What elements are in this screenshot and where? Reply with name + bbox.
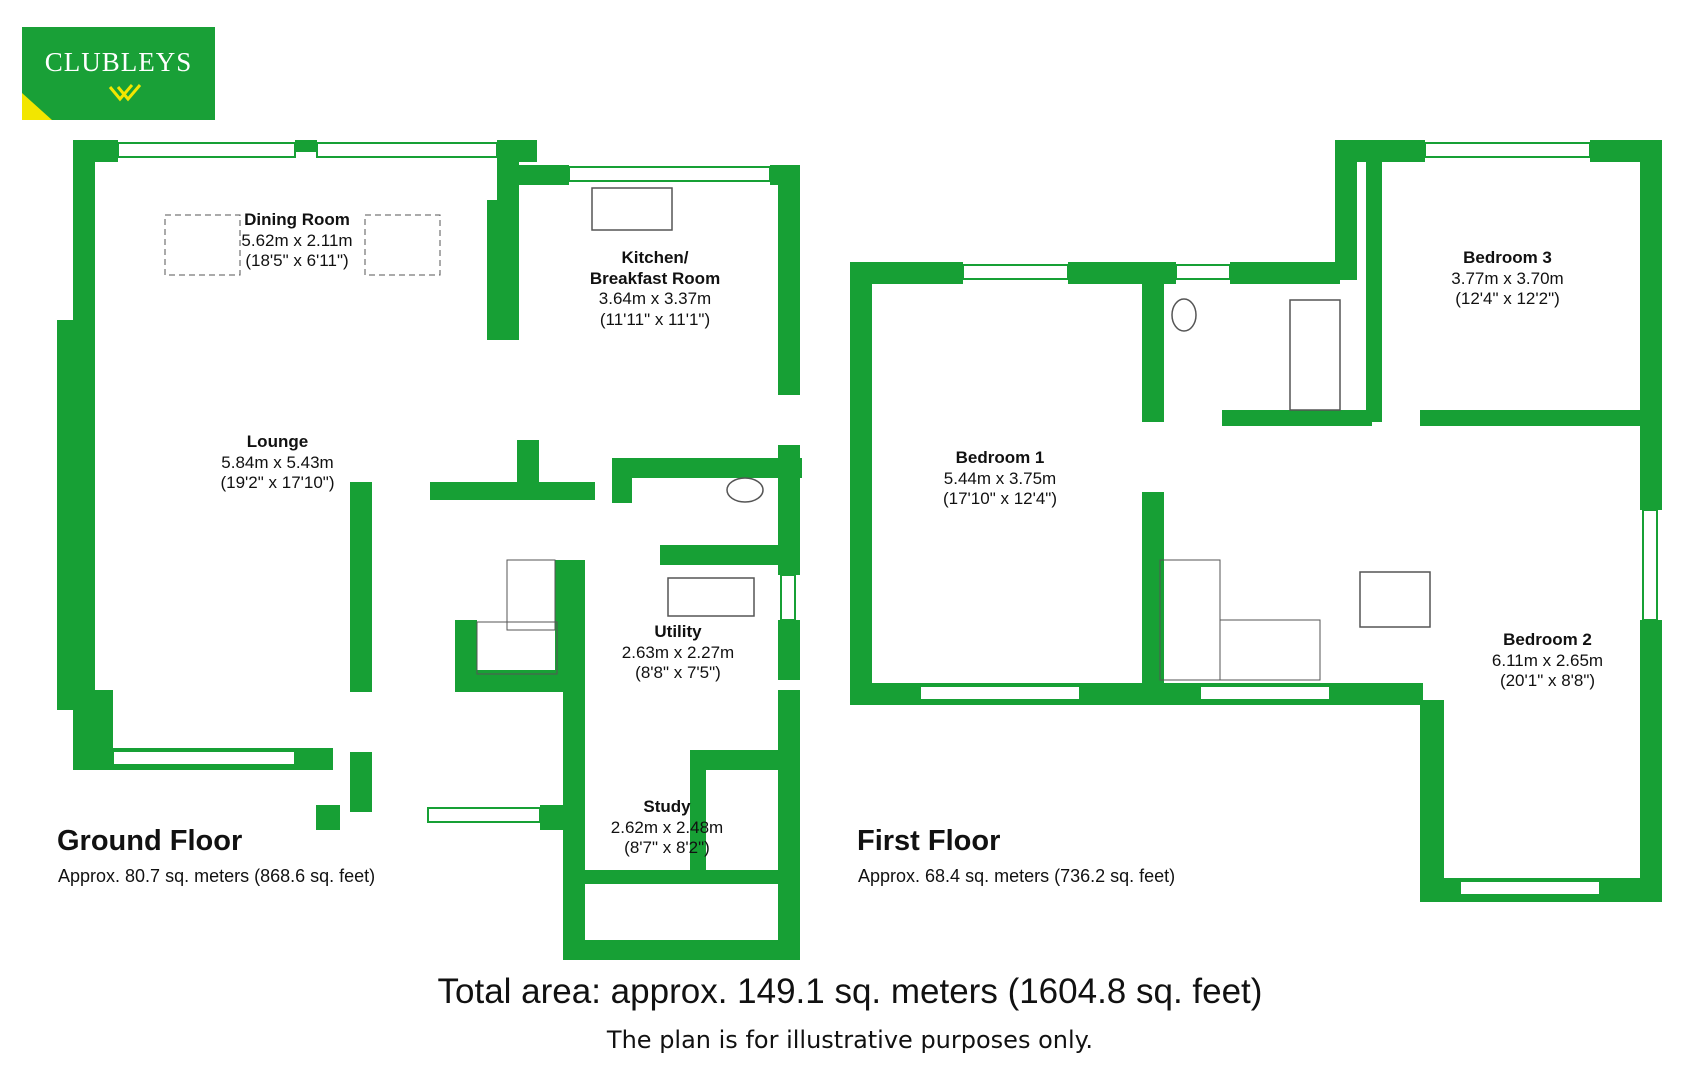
logo-chevron-icon [22, 84, 142, 120]
wall [295, 140, 317, 152]
wall [563, 870, 800, 884]
room-label-dining: Dining Room 5.62m x 2.11m (18'5" x 6'11"… [241, 210, 353, 271]
wall [1640, 140, 1662, 510]
roof-window-markers [164, 214, 441, 276]
wall [350, 482, 372, 692]
ground-floor-area: Approx. 80.7 sq. meters (868.6 sq. feet) [58, 866, 376, 886]
wall [612, 458, 632, 503]
clubleys-logo: CLUBLEYS [22, 27, 215, 120]
wall [517, 440, 539, 485]
disclaimer: The plan is for illustrative purposes on… [606, 1026, 1094, 1054]
wc-icon [1171, 298, 1197, 332]
room-label-lounge: Lounge 5.84m x 5.43m (19'2" x 17'10") [220, 432, 335, 493]
wall [1366, 162, 1382, 422]
wall [455, 670, 575, 692]
wall [487, 200, 511, 340]
wall [73, 140, 95, 330]
wall [1335, 140, 1357, 280]
room-label-bedroom-2: Bedroom 2 6.11m x 2.65m (20'1" x 8'8") [1491, 630, 1604, 691]
wall [540, 805, 580, 830]
wall [778, 690, 800, 960]
wall [316, 805, 340, 830]
wall [1142, 262, 1164, 422]
wall [563, 940, 800, 960]
wall [1142, 492, 1164, 692]
wall [1420, 700, 1444, 900]
wall [850, 262, 872, 704]
wall [563, 560, 585, 960]
first-windows [919, 142, 1658, 896]
wall [519, 165, 569, 185]
room-label-study: Study 2.62m x 2.48m (8'7" x 8'2") [610, 797, 724, 858]
wall [850, 262, 963, 284]
wall [1640, 620, 1662, 902]
wall [57, 320, 95, 710]
ground-windows [112, 142, 796, 823]
room-label-bedroom-3: Bedroom 3 3.77m x 3.70m (12'4" x 12'2") [1451, 248, 1564, 309]
wall [778, 165, 800, 395]
room-label-kitchen: Kitchen/ Breakfast Room 3.64m x 3.37m (1… [589, 248, 721, 330]
wc-icon [726, 477, 764, 503]
shower-icon [1289, 299, 1341, 411]
total-area: Total area: approx. 149.1 sq. meters (16… [437, 972, 1263, 1011]
room-label-bedroom-1: Bedroom 1 5.44m x 3.75m (17'10" x 12'4") [942, 448, 1057, 509]
wall [430, 482, 595, 500]
wall [1230, 262, 1340, 284]
logo-corner-triangle [22, 93, 52, 120]
shower-icon [1359, 571, 1431, 628]
wall [1222, 410, 1372, 426]
logo-wordmark: CLUBLEYS [44, 47, 193, 77]
ground-floor-plan [57, 140, 802, 960]
wall [1335, 140, 1425, 162]
kitchen-sink [591, 187, 755, 617]
wall [778, 620, 800, 680]
first-stairs [1159, 559, 1321, 681]
first-floor-plan [850, 140, 1662, 902]
first-floor-area: Approx. 68.4 sq. meters (736.2 sq. feet) [858, 866, 1176, 886]
room-label-utility: Utility 2.63m x 2.27m (8'8" x 7'5") [621, 622, 735, 683]
wall [73, 140, 118, 162]
wall [690, 750, 800, 770]
wall [350, 752, 372, 812]
ground-stairs [476, 559, 558, 675]
wall [612, 458, 802, 478]
wall [1420, 410, 1662, 426]
wall [660, 545, 800, 565]
ground-floor-title: Ground Floor [57, 825, 243, 857]
first-floor-title: First Floor [857, 825, 1001, 857]
wall [690, 750, 706, 880]
